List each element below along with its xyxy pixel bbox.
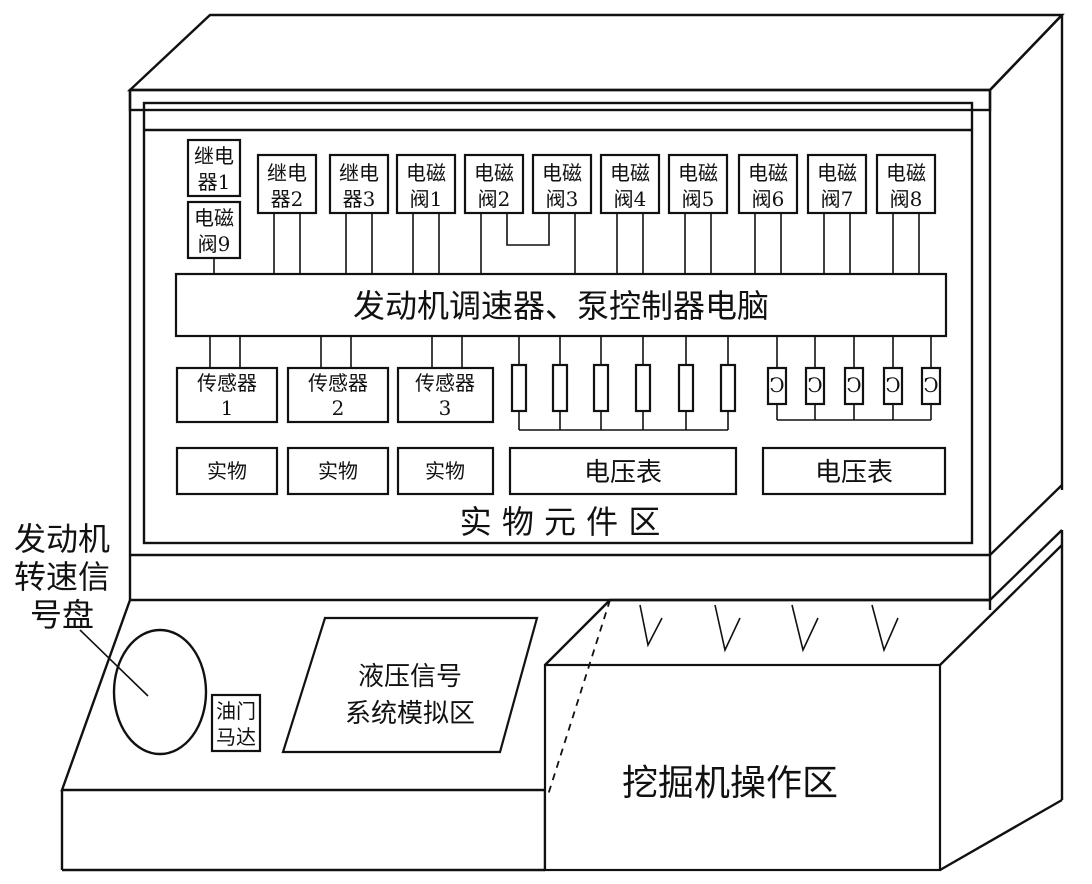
valve-3-line2: 阀3 xyxy=(546,187,579,211)
throttle-motor-line2: 马达 xyxy=(216,725,256,749)
relay-2-line1: 继电 xyxy=(267,161,307,185)
valve-2-line1: 电磁 xyxy=(474,161,514,185)
relay-1-line2: 器1 xyxy=(198,170,231,194)
valve-3-line1: 电磁 xyxy=(542,161,582,185)
valve-1-line2: 阀1 xyxy=(410,187,443,211)
valve-7-box xyxy=(806,153,868,215)
valve-8-line2: 阀8 xyxy=(890,187,923,211)
throttle-motor-box xyxy=(210,693,262,753)
valve-9-box xyxy=(186,200,242,260)
valve-1-box xyxy=(395,153,457,215)
voltmeter-box-1 xyxy=(508,446,738,496)
sensor-2-box xyxy=(286,366,390,424)
svg-text:Ↄ: Ↄ xyxy=(846,373,861,397)
valve-2-line2: 阀2 xyxy=(478,187,511,211)
valve-6-line2: 阀6 xyxy=(752,187,785,211)
resistor-2 xyxy=(551,363,569,413)
valve-2-box xyxy=(463,153,525,215)
resistor-6 xyxy=(719,363,737,413)
sensor-1-box xyxy=(175,366,279,424)
resistor-group xyxy=(510,336,737,431)
hydraulic-zone-line2: 系统模拟区 xyxy=(345,699,475,729)
valve-1-line1: 电磁 xyxy=(406,161,446,185)
sensor-3-box xyxy=(396,366,495,424)
engine-disc: 发动机 转速信 号盘 xyxy=(14,520,208,756)
relay-3-line2: 器3 xyxy=(343,187,376,211)
resistor-5 xyxy=(677,363,695,413)
valve-9-line1: 电磁 xyxy=(194,206,234,230)
voltmeter-label-2: 电压表 xyxy=(815,458,893,488)
operation-zone-label: 挖掘机操作区 xyxy=(622,763,838,804)
relay-3-line1: 继电 xyxy=(339,161,379,185)
valve-4-line2: 阀4 xyxy=(614,187,647,211)
sensor-3-line2: 3 xyxy=(439,396,452,420)
resistor-3 xyxy=(592,363,610,413)
svg-text:Ↄ: Ↄ xyxy=(923,373,938,397)
relay-3-box xyxy=(328,153,390,215)
sensor-1-line2: 1 xyxy=(221,396,234,420)
valve-6-line1: 电磁 xyxy=(748,161,788,185)
valve-8-line1: 电磁 xyxy=(886,161,926,185)
physical-label-2: 实物 xyxy=(318,459,358,483)
engine-disc-label-3: 号盘 xyxy=(30,596,94,634)
throttle-motor-line1: 油门 xyxy=(216,699,256,723)
engine-disc-label-1: 发动机 xyxy=(14,520,110,558)
physical-box-1 xyxy=(175,446,279,496)
valve-7-line2: 阀7 xyxy=(821,187,854,211)
physical-box-2 xyxy=(286,446,390,496)
sensor-3-line1: 传感器 xyxy=(415,371,475,395)
relay-2-line2: 器2 xyxy=(271,187,304,211)
relay-group: 继电 器1 电磁 阀9 继电 器2 继电 器3 xyxy=(186,138,390,274)
sensor-2-line2: 2 xyxy=(332,396,345,420)
hydraulic-zone-line1: 液压信号 xyxy=(358,662,462,692)
voltmeter-label-1: 电压表 xyxy=(584,458,662,488)
throttle-motor: 油门 马达 xyxy=(210,693,262,753)
svg-text:Ↄ: Ↄ xyxy=(807,373,822,397)
bottom-row: 实物 实物 实物 电压表 电压表 xyxy=(175,446,947,496)
control-levers xyxy=(639,604,899,653)
cabinet-body xyxy=(126,13,1065,610)
sensor-1-line1: 传感器 xyxy=(197,371,257,395)
valve-6-box xyxy=(737,153,799,215)
sensor-2-line1: 传感器 xyxy=(308,371,368,395)
relay-1-line1: 继电 xyxy=(194,144,234,168)
top-wires xyxy=(273,213,920,274)
resistor-1 xyxy=(510,363,528,413)
controller-label: 发动机调速器、泵控制器电脑 xyxy=(353,287,769,325)
valve-5-box xyxy=(667,153,729,215)
engine-speed-disc xyxy=(112,628,208,756)
physical-box-3 xyxy=(396,446,495,496)
valve-5-line2: 阀5 xyxy=(682,187,715,211)
relay-1-box xyxy=(186,138,242,198)
valve-7-line1: 电磁 xyxy=(817,161,857,185)
physical-zone-label: 实 物 元 件 区 xyxy=(460,503,661,541)
physical-label-1: 实物 xyxy=(207,459,247,483)
valve-8-box xyxy=(875,153,937,215)
engine-disc-label-2: 转速信 xyxy=(14,558,110,596)
hydraulic-zone: 液压信号 系统模拟区 xyxy=(281,616,539,754)
resistor-4 xyxy=(634,363,652,413)
relay-2-box xyxy=(256,153,318,215)
valve-group: 电磁 阀1 电磁 阀2 电磁 阀3 电磁 阀4 电磁 阀5 电磁 阀6 电磁 阀… xyxy=(395,153,937,215)
controller-box xyxy=(174,272,948,338)
potentiometer-group: Ↄ Ↄ Ↄ Ↄ Ↄ xyxy=(766,336,942,421)
sensor-group: 传感器 1 传感器 2 传感器 3 xyxy=(175,336,495,424)
valve-5-line1: 电磁 xyxy=(678,161,718,185)
svg-text:Ↄ: Ↄ xyxy=(885,373,900,397)
valve-9-line2: 阀9 xyxy=(198,232,231,256)
voltmeter-box-2 xyxy=(761,446,947,496)
valve-3-box xyxy=(531,153,593,215)
physical-label-3: 实物 xyxy=(425,459,465,483)
valve-4-box xyxy=(599,153,661,215)
console-desk xyxy=(60,530,1064,872)
valve-4-line1: 电磁 xyxy=(610,161,650,185)
svg-text:Ↄ: Ↄ xyxy=(769,373,784,397)
